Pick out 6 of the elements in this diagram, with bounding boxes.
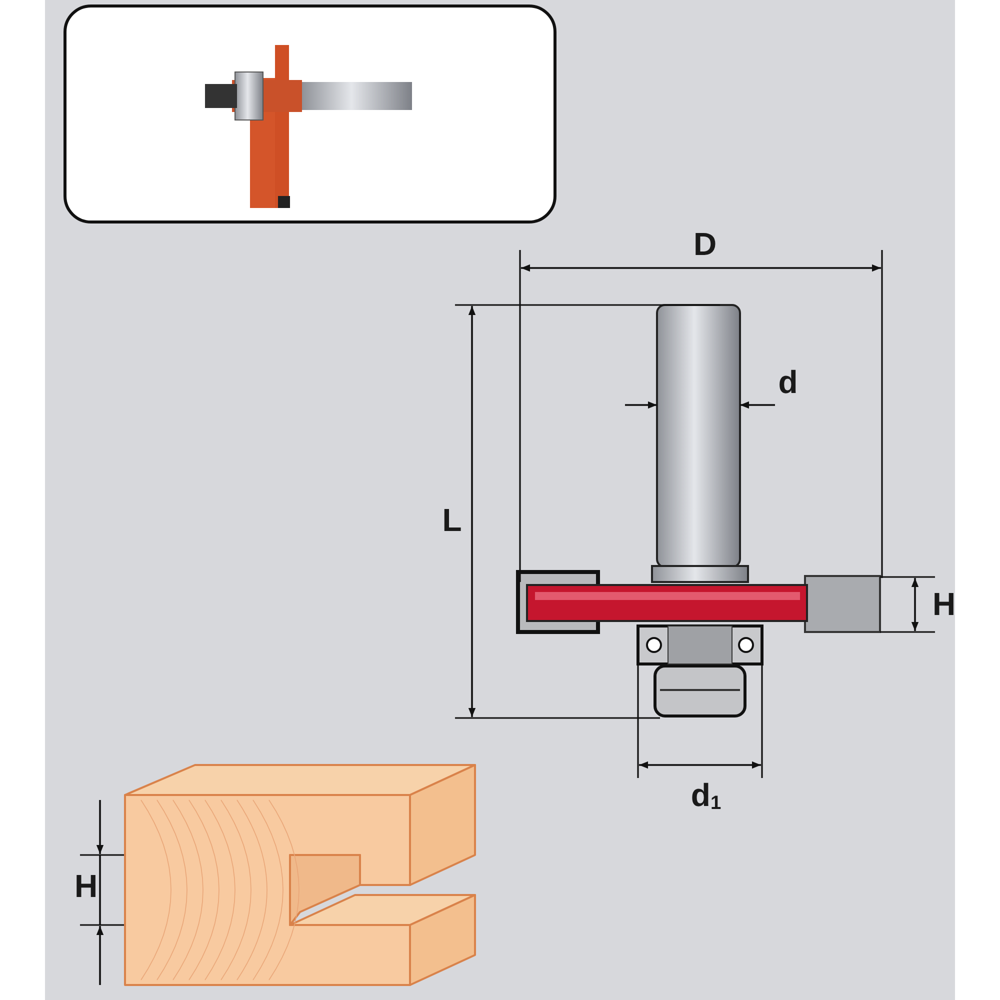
dimension-label: H — [932, 588, 956, 620]
dimension-label: d$_{1}$ — [690, 778, 722, 814]
dimension-label: D — [693, 228, 717, 260]
dimension-label: L — [442, 504, 462, 536]
dimension-label: H — [74, 870, 98, 902]
dimension-label: d — [778, 366, 798, 398]
